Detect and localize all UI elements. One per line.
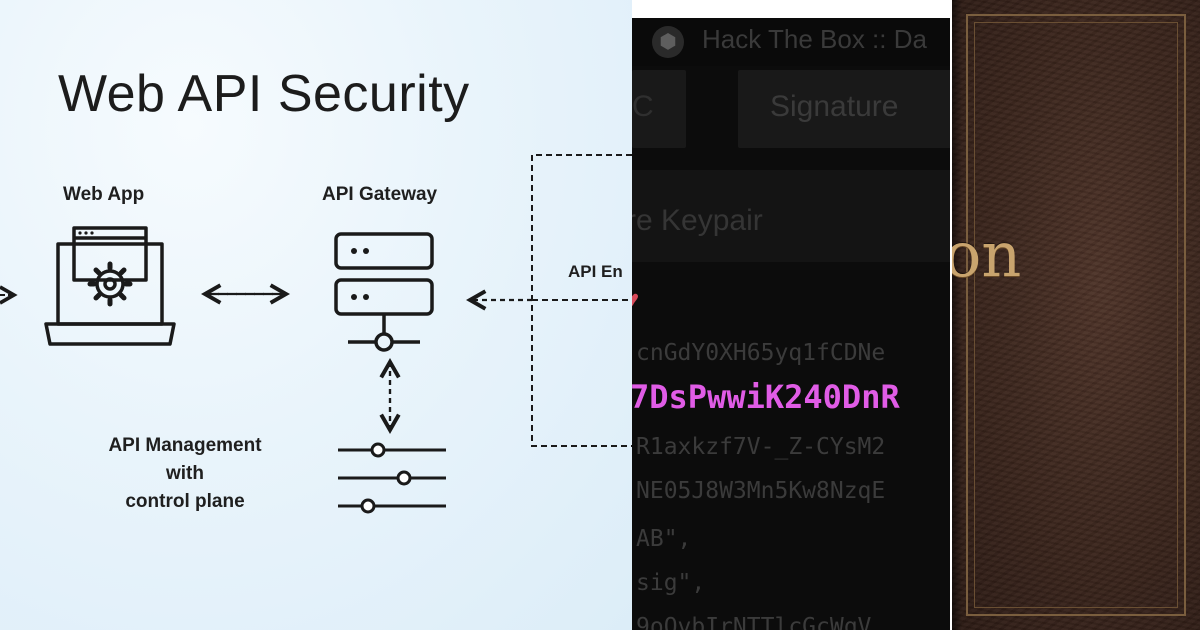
web-app-label: Web App <box>63 184 145 205</box>
signature-button-label: Signature <box>770 90 899 123</box>
code-line-2-highlighted: 7DsPwwiK240DnR <box>632 378 900 416</box>
code-line-4: NE05J8W3Mn5Kw8NzqE <box>636 478 886 504</box>
keypair-section-header: re Keypair <box>632 170 950 262</box>
dark-terminal-panel: ⬢ Hack The Box :: Da C Signature re Keyp… <box>632 0 952 630</box>
book-spine-shadow <box>952 0 962 630</box>
book-cover-title: on <box>952 218 1022 291</box>
code-line-5: AB", <box>636 526 692 552</box>
code-line-3: R1axkzf7V-_Z-CYsM2 <box>636 434 886 460</box>
nav-button-left-glyph: C <box>632 90 654 123</box>
sliders-icon <box>338 442 446 514</box>
diagram-title: Web API Security <box>58 65 470 123</box>
code-line-7: 9oQvbIrNTTlcGcWqV <box>636 614 872 630</box>
nav-button-left[interactable]: C <box>632 70 686 148</box>
api-endpoint-box <box>531 154 632 447</box>
leather-book-cover-panel: on <box>952 0 1200 630</box>
api-endpoint-label: API En <box>568 262 623 281</box>
book-frame-outer <box>966 14 1186 616</box>
browser-tab-title[interactable]: Hack The Box :: Da <box>702 24 927 54</box>
diagram-graphics <box>0 154 632 514</box>
api-management-line-1: API Management <box>108 435 262 456</box>
book-frame-inner <box>974 22 1178 608</box>
laptop-gear-icon <box>44 226 176 346</box>
htb-cube-icon: ⬢ <box>652 26 684 58</box>
heart-icon: ♥ <box>632 286 639 312</box>
api-management-line-2: with <box>166 463 204 484</box>
api-management-line-3: control plane <box>125 491 245 512</box>
api-management-label: API Management with control plane <box>80 432 290 516</box>
api-gateway-label: API Gateway <box>322 184 438 205</box>
api-security-diagram-panel: Web API Security Web App API Gateway API… <box>0 0 632 630</box>
keypair-section-title: re Keypair <box>632 204 763 237</box>
code-line-1: cnGdY0XH65yq1fCDNe <box>636 340 886 366</box>
code-line-6: sig", <box>636 570 706 596</box>
signature-button[interactable]: Signature <box>738 70 950 148</box>
server-icon <box>334 232 434 352</box>
browser-tab-bar[interactable]: ⬢ Hack The Box :: Da <box>632 18 950 66</box>
